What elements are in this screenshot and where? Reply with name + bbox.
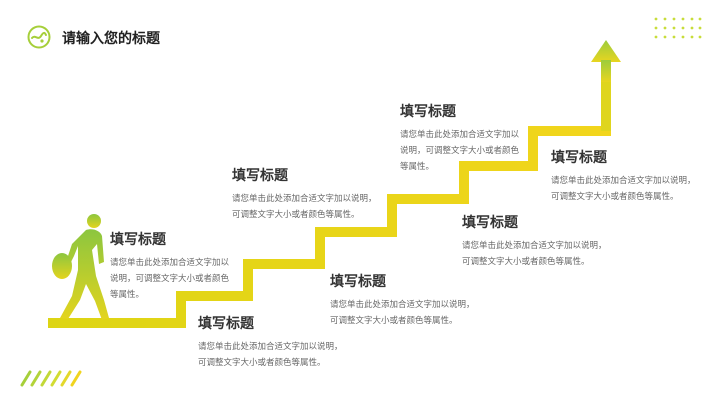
step-6-title: 填写标题	[462, 215, 518, 231]
page-title: 请输入您的标题	[62, 31, 160, 47]
up-arrow-icon	[591, 40, 621, 62]
logo-icon	[27, 25, 51, 49]
step-2-desc: 请您单击此处添加合适文字加以说明， 可调整文字大小或者颜色等属性。	[198, 342, 343, 368]
stripes-decoration	[20, 370, 82, 387]
step-1-desc: 请您单击此处添加合适文字加以 说明，可调整文字大小或者颜色 等属性。	[110, 258, 230, 300]
step-5-desc: 请您单击此处添加合适文字加以 说明，可调整文字大小或者颜色 等属性。	[400, 130, 520, 172]
step-5-title: 填写标题	[400, 104, 456, 120]
step-4-title: 填写标题	[330, 274, 386, 290]
step-7: 填写标题 请您单击此处添加合适文字加以说明， 可调整文字大小或者颜色等属性。	[551, 147, 716, 205]
step-7-desc: 请您单击此处添加合适文字加以说明， 可调整文字大小或者颜色等属性。	[551, 176, 696, 202]
step-4-desc: 请您单击此处添加合适文字加以说明， 可调整文字大小或者颜色等属性。	[330, 300, 475, 326]
step-3: 填写标题 请您单击此处添加合适文字加以说明， 可调整文字大小或者颜色等属性。	[232, 165, 402, 223]
step-6: 填写标题 请您单击此处添加合适文字加以说明， 可调整文字大小或者颜色等属性。	[462, 212, 632, 270]
staircase-line	[48, 80, 611, 328]
walking-person-icon	[52, 214, 109, 320]
step-2-title: 填写标题	[198, 316, 254, 332]
step-1: 填写标题 请您单击此处添加合适文字加以 说明，可调整文字大小或者颜色 等属性。	[110, 229, 250, 303]
step-3-desc: 请您单击此处添加合适文字加以说明， 可调整文字大小或者颜色等属性。	[232, 194, 377, 220]
step-1-title: 填写标题	[110, 232, 166, 248]
dot-grid-decoration	[654, 17, 702, 39]
step-6-desc: 请您单击此处添加合适文字加以说明， 可调整文字大小或者颜色等属性。	[462, 241, 607, 267]
step-3-title: 填写标题	[232, 168, 288, 184]
step-4: 填写标题 请您单击此处添加合适文字加以说明， 可调整文字大小或者颜色等属性。	[330, 271, 500, 329]
step-7-title: 填写标题	[551, 150, 607, 166]
step-5: 填写标题 请您单击此处添加合适文字加以 说明，可调整文字大小或者颜色 等属性。	[400, 101, 540, 175]
step-2: 填写标题 请您单击此处添加合适文字加以说明， 可调整文字大小或者颜色等属性。	[198, 313, 368, 371]
